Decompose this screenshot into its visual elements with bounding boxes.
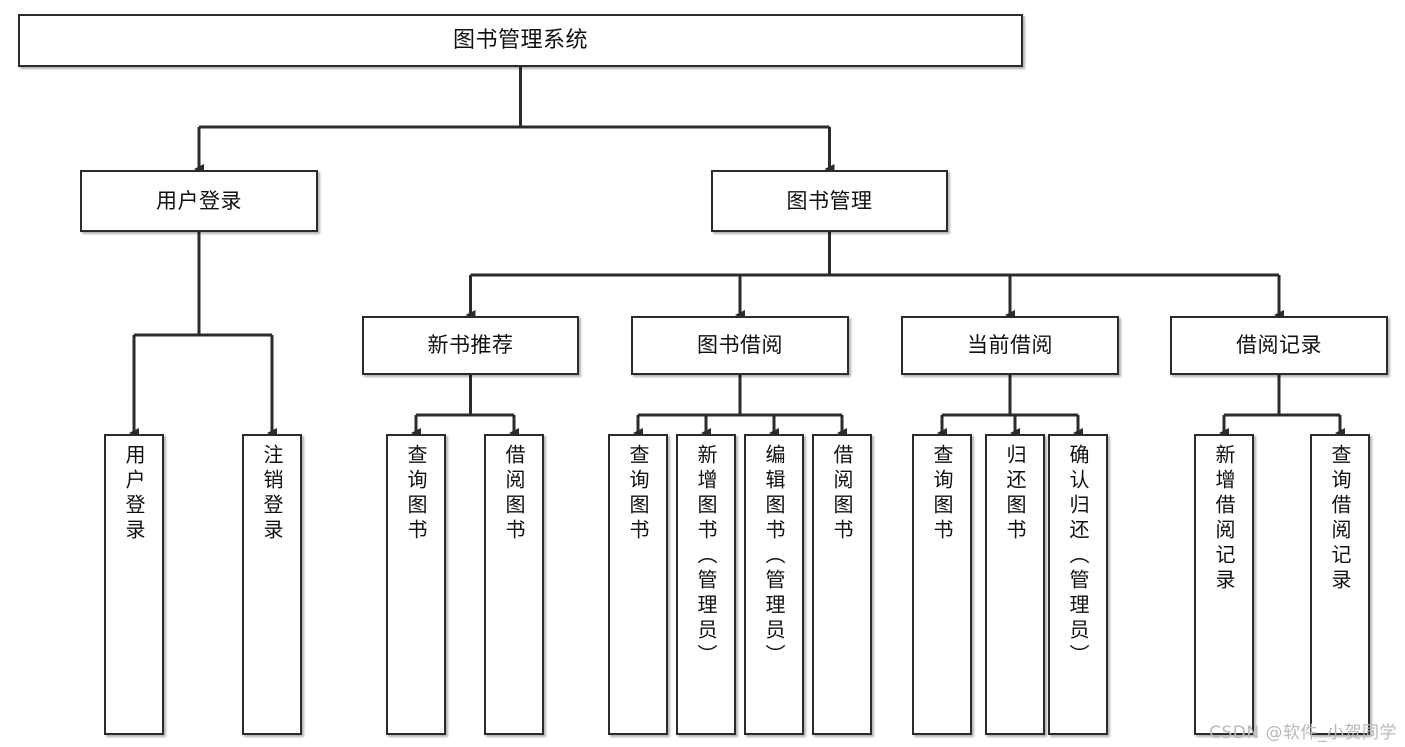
node-leaf-cb-return[interactable]: 归还图书 [985, 434, 1045, 735]
node-current-borrow[interactable]: 当前借阅 [901, 316, 1119, 375]
node-label: 注销登录 [260, 444, 284, 544]
node-leaf-bb-query[interactable]: 查询图书 [608, 434, 668, 735]
node-label: 确认归还（管理员） [1066, 444, 1090, 669]
node-leaf-bb-borrow[interactable]: 借阅图书 [812, 434, 872, 735]
node-leaf-cb-query[interactable]: 查询图书 [912, 434, 972, 735]
node-label: 当前借阅 [967, 333, 1053, 358]
watermark: CSDN @软件_小贺同学 [1209, 723, 1397, 743]
node-label: 借阅图书 [830, 444, 854, 544]
node-label: 借阅记录 [1236, 333, 1322, 358]
node-leaf-bb-add[interactable]: 新增图书（管理员） [676, 434, 736, 735]
node-leaf-cb-confirm[interactable]: 确认归还（管理员） [1048, 434, 1108, 735]
node-label: 查询图书 [930, 444, 954, 544]
node-label: 新增图书（管理员） [694, 444, 718, 669]
node-leaf-br-query[interactable]: 查询借阅记录 [1310, 434, 1370, 735]
node-leaf-br-add[interactable]: 新增借阅记录 [1194, 434, 1254, 735]
node-borrow-record[interactable]: 借阅记录 [1170, 316, 1388, 375]
node-label: 用户登录 [122, 444, 146, 544]
node-label: 图书管理系统 [452, 27, 588, 53]
node-root[interactable]: 图书管理系统 [18, 14, 1023, 67]
node-label: 借阅图书 [502, 444, 526, 544]
node-label: 查询图书 [404, 444, 428, 544]
node-label: 图书借阅 [697, 333, 783, 358]
node-leaf-user-logout[interactable]: 注销登录 [242, 434, 302, 735]
node-leaf-rec-borrow[interactable]: 借阅图书 [484, 434, 544, 735]
node-new-book-rec[interactable]: 新书推荐 [362, 316, 579, 375]
node-label: 编辑图书（管理员） [762, 444, 786, 669]
node-label: 新增借阅记录 [1212, 444, 1236, 594]
node-book-borrow[interactable]: 图书借阅 [631, 316, 849, 375]
node-book-manage[interactable]: 图书管理 [711, 170, 948, 232]
node-user-login[interactable]: 用户登录 [80, 170, 318, 232]
node-label: 查询借阅记录 [1328, 444, 1352, 594]
node-label: 归还图书 [1003, 444, 1027, 544]
node-leaf-user-login[interactable]: 用户登录 [104, 434, 164, 735]
node-label: 用户登录 [156, 188, 242, 213]
node-label: 图书管理 [786, 188, 873, 213]
node-label: 新书推荐 [427, 333, 514, 358]
node-label: 查询图书 [626, 444, 650, 544]
node-leaf-rec-query[interactable]: 查询图书 [386, 434, 446, 735]
node-leaf-bb-edit[interactable]: 编辑图书（管理员） [744, 434, 804, 735]
